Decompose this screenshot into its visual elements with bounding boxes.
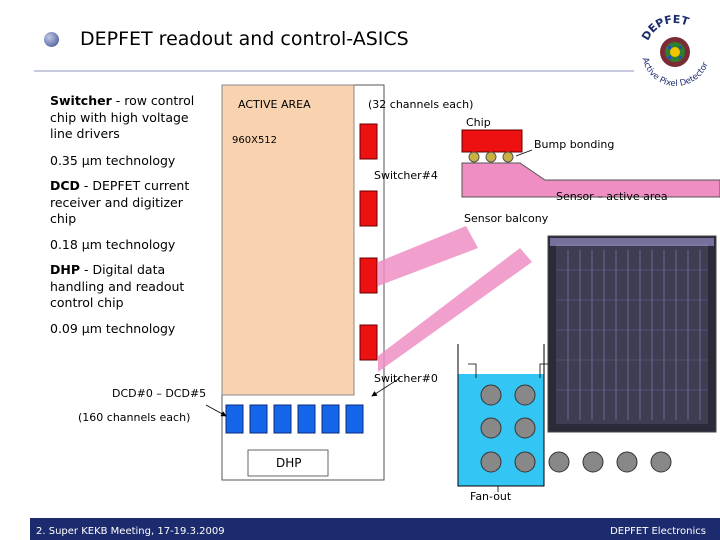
dhp-desc-first: - Digital data [80, 262, 166, 277]
fanout-pad [548, 451, 570, 473]
title-bullet-icon [44, 32, 59, 47]
dcd-chips [225, 404, 364, 434]
footer-bar [0, 518, 720, 540]
fanout-pad [514, 417, 536, 439]
fanout-pad [582, 451, 604, 473]
dhp-tech: 0.09 µm technology [50, 321, 176, 336]
chip-label: Chip [466, 116, 491, 129]
fanout-pad [514, 384, 536, 406]
dhp-description: DHP - Digital data handling and readout … [50, 262, 200, 312]
bump-bond [485, 151, 497, 163]
fanout-pad [616, 451, 638, 473]
dcd-desc-first: - DEPFET current [79, 178, 190, 193]
title-divider [34, 70, 634, 72]
fanout-pads [480, 384, 672, 473]
dcd-channels-label: (160 channels each) [78, 411, 190, 424]
switcher-chips [359, 123, 378, 361]
footer-meeting: 2. Super KEKB Meeting, 17-19.3.2009 [36, 526, 225, 537]
bump-bond [468, 151, 480, 163]
slide-title: DEPFET readout and control-ASICS [80, 28, 409, 50]
dcd-chip [297, 404, 316, 434]
bump-bonds [468, 151, 514, 163]
projection-stripe [378, 226, 478, 286]
switcher-chip [359, 257, 378, 294]
active-area-label: ACTIVE AREA [238, 98, 311, 111]
dcd-chip [321, 404, 340, 434]
dcd-tech: 0.18 µm technology [50, 237, 176, 252]
switcher-description: Switcher - row control chip with high vo… [50, 93, 210, 143]
switcher-chip [359, 190, 378, 227]
dhp-label: DHP [276, 456, 302, 470]
fanout-pad [480, 384, 502, 406]
footer-topic: DEPFET Electronics [610, 526, 706, 537]
switcher-desc-first: - row control [111, 93, 195, 108]
switcher-desc-rest: chip with high voltage line drivers [50, 109, 189, 142]
dcd-name: DCD [50, 178, 80, 193]
switcher0-pointer [371, 377, 401, 397]
dcd-chip [345, 404, 364, 434]
switcher0-label: Switcher#0 [374, 372, 438, 385]
dcd-description: DCD - DEPFET current receiver and digiti… [50, 178, 210, 228]
active-area [221, 84, 355, 396]
switcher4-label: Switcher#4 [374, 169, 438, 182]
fanout-pad [650, 451, 672, 473]
module-diagram: ACTIVE AREA 960X512 (32 channels each) C… [78, 84, 720, 503]
dhp-box [247, 449, 329, 477]
fanout-pad [480, 451, 502, 473]
sensor-photo [547, 235, 717, 433]
dcd-range-label: DCD#0 – DCD#5 [112, 387, 206, 400]
dcd-desc-rest: receiver and digitizer chip [50, 194, 183, 227]
dcd-chip [273, 404, 292, 434]
dhp-name: DHP [50, 262, 80, 277]
switcher-chip [359, 123, 378, 160]
inset-chip [461, 129, 523, 153]
switcher-name: Switcher [50, 93, 112, 108]
switcher-channels-label: (32 channels each) [368, 98, 473, 111]
inset-sensor [461, 162, 720, 198]
sensor-active-label: Sensor – active area [556, 190, 668, 203]
switcher-chip [359, 324, 378, 361]
dcd-chip [225, 404, 244, 434]
sensor-balcony-label: Sensor balcony [464, 212, 549, 225]
bump-bond [502, 151, 514, 163]
dcd-chip [249, 404, 268, 434]
pixel-count-label: 960X512 [232, 135, 277, 146]
dhp-desc-rest: handling and readout control chip [50, 278, 185, 311]
switcher-tech: 0.35 µm technology [50, 153, 176, 168]
fanout-pad [514, 451, 536, 473]
dcd-pointer [205, 404, 227, 417]
projection-stripe [378, 248, 532, 372]
fanout-label: Fan-out [470, 490, 512, 503]
footer-corner [0, 518, 30, 540]
bump-bonding-label: Bump bonding [534, 138, 614, 151]
fanout-pad [480, 417, 502, 439]
depfet-logo: DEPFET Active Pixel Detector [639, 13, 711, 88]
